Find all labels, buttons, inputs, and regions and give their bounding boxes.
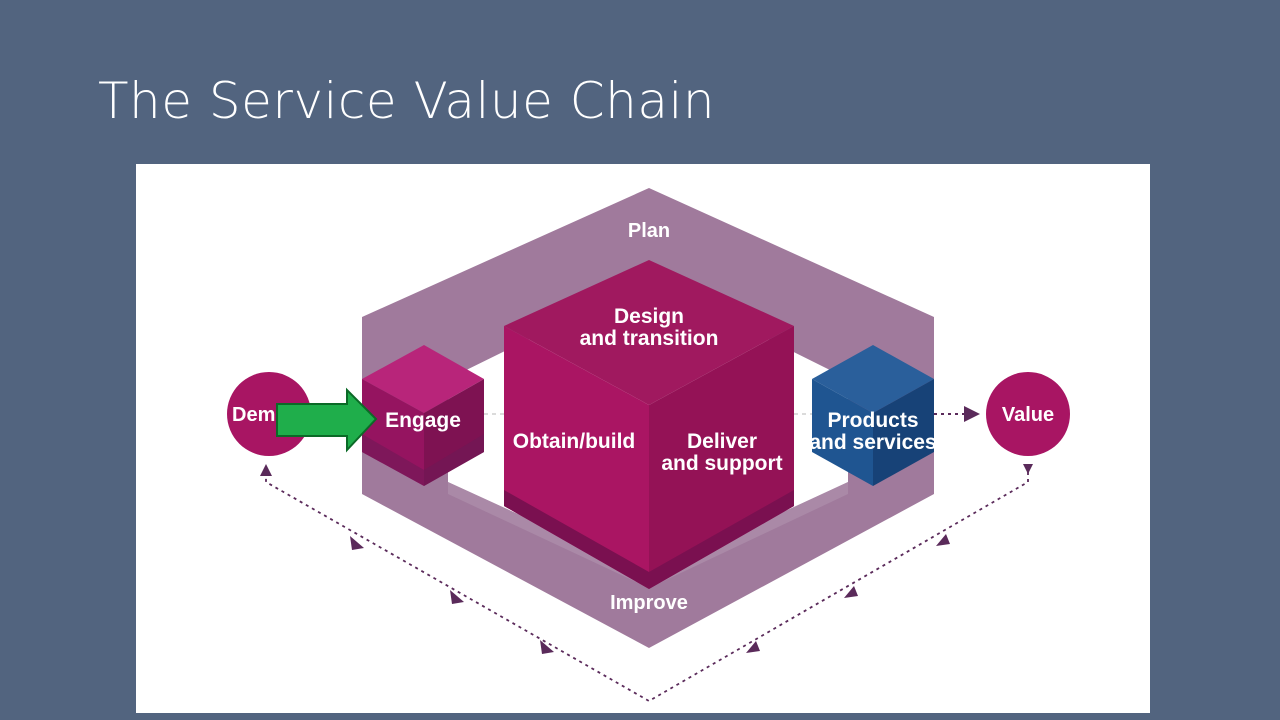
plan-label: Plan (628, 220, 670, 242)
improve-label: Improve (610, 592, 688, 614)
loop-arrow-icon (844, 586, 858, 598)
products-label-line1: Products (827, 409, 918, 432)
value-chain-frame (362, 188, 934, 648)
products-cube (812, 345, 934, 486)
main-cube (504, 260, 794, 589)
engage-label: Engage (385, 409, 461, 432)
loop-arrow-icon (936, 534, 950, 546)
slide-title: The Service Value Chain (98, 72, 716, 130)
demand-label: Dema (232, 404, 287, 426)
value-label: Value (1002, 404, 1054, 426)
loop-arrow-icon (450, 590, 464, 604)
design-label-line1: Design (614, 305, 684, 328)
service-value-chain-diagram: Plan Improve Design and transition Obtai… (227, 188, 1070, 703)
design-label-line2: and transition (580, 327, 719, 350)
feedback-arrow-up-icon (260, 464, 272, 476)
highlight-arrow-icon (276, 387, 378, 453)
engage-cube (362, 345, 484, 486)
deliver-label-line1: Deliver (687, 430, 757, 453)
loop-arrow-icon (540, 640, 554, 654)
feedback-arrow-down-icon (1023, 464, 1033, 474)
diagram-canvas: Plan Improve Design and transition Obtai… (136, 164, 1150, 713)
loop-arrow-icon (350, 536, 364, 550)
value-node (986, 372, 1070, 456)
products-label-line2: and services (809, 431, 936, 454)
loop-arrow-icon (746, 641, 760, 653)
deliver-label-line2: and support (661, 452, 782, 475)
obtain-build-label: Obtain/build (513, 430, 635, 453)
